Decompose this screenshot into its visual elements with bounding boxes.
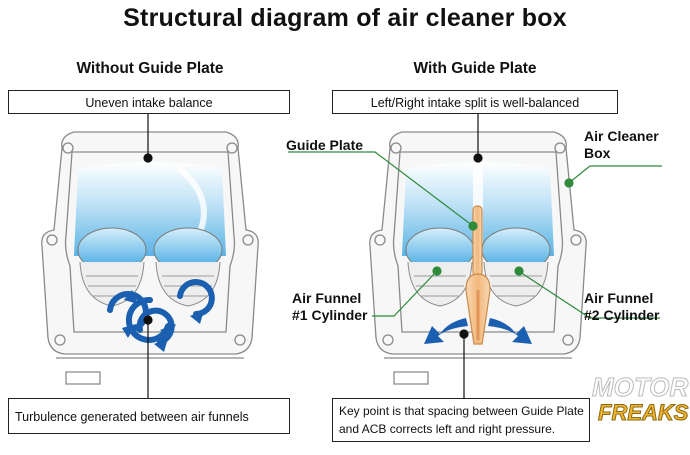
turbulence-arrowheads (122, 290, 204, 352)
diagram-title: Structural diagram of air cleaner box (123, 4, 567, 32)
green-callouts (288, 151, 662, 319)
label-air-funnel-1-line2: #1 Cylinder (292, 307, 368, 323)
label-air-cleaner-box-line2: Box (584, 145, 611, 161)
label-air-funnel-2: Air Funnel #2 Cylinder (584, 290, 659, 324)
left-heading: Without Guide Plate (76, 60, 224, 77)
label-air-cleaner-box-line1: Air Cleaner (584, 128, 659, 144)
label-air-funnel-1: Air Funnel #1 Cylinder (292, 290, 367, 324)
balanced-flow-arrows (424, 318, 532, 344)
label-air-cleaner-box: Air Cleaner Box (584, 128, 659, 162)
label-air-funnel-2-line2: #2 Cylinder (584, 307, 660, 323)
right-top-note: Left/Right intake split is well-balanced (332, 90, 618, 114)
right-heading: With Guide Plate (413, 60, 537, 77)
watermark-line1: MOTOR (591, 372, 689, 403)
watermark-line2: FREAKS (597, 400, 689, 426)
right-bottom-note: Key point is that spacing between Guide … (332, 398, 590, 442)
left-top-note: Uneven intake balance (8, 90, 290, 114)
label-air-funnel-1-line1: Air Funnel (292, 290, 362, 306)
left-bottom-note: Turbulence generated between air funnels (8, 398, 290, 434)
right-bottom-note-line2: and ACB corrects left and right pressure… (339, 422, 556, 436)
label-air-funnel-2-line1: Air Funnel (584, 290, 654, 306)
label-guide-plate: Guide Plate (286, 137, 364, 153)
right-funnels (405, 227, 551, 307)
right-bottom-note-line1: Key point is that spacing between Guide … (339, 404, 584, 418)
